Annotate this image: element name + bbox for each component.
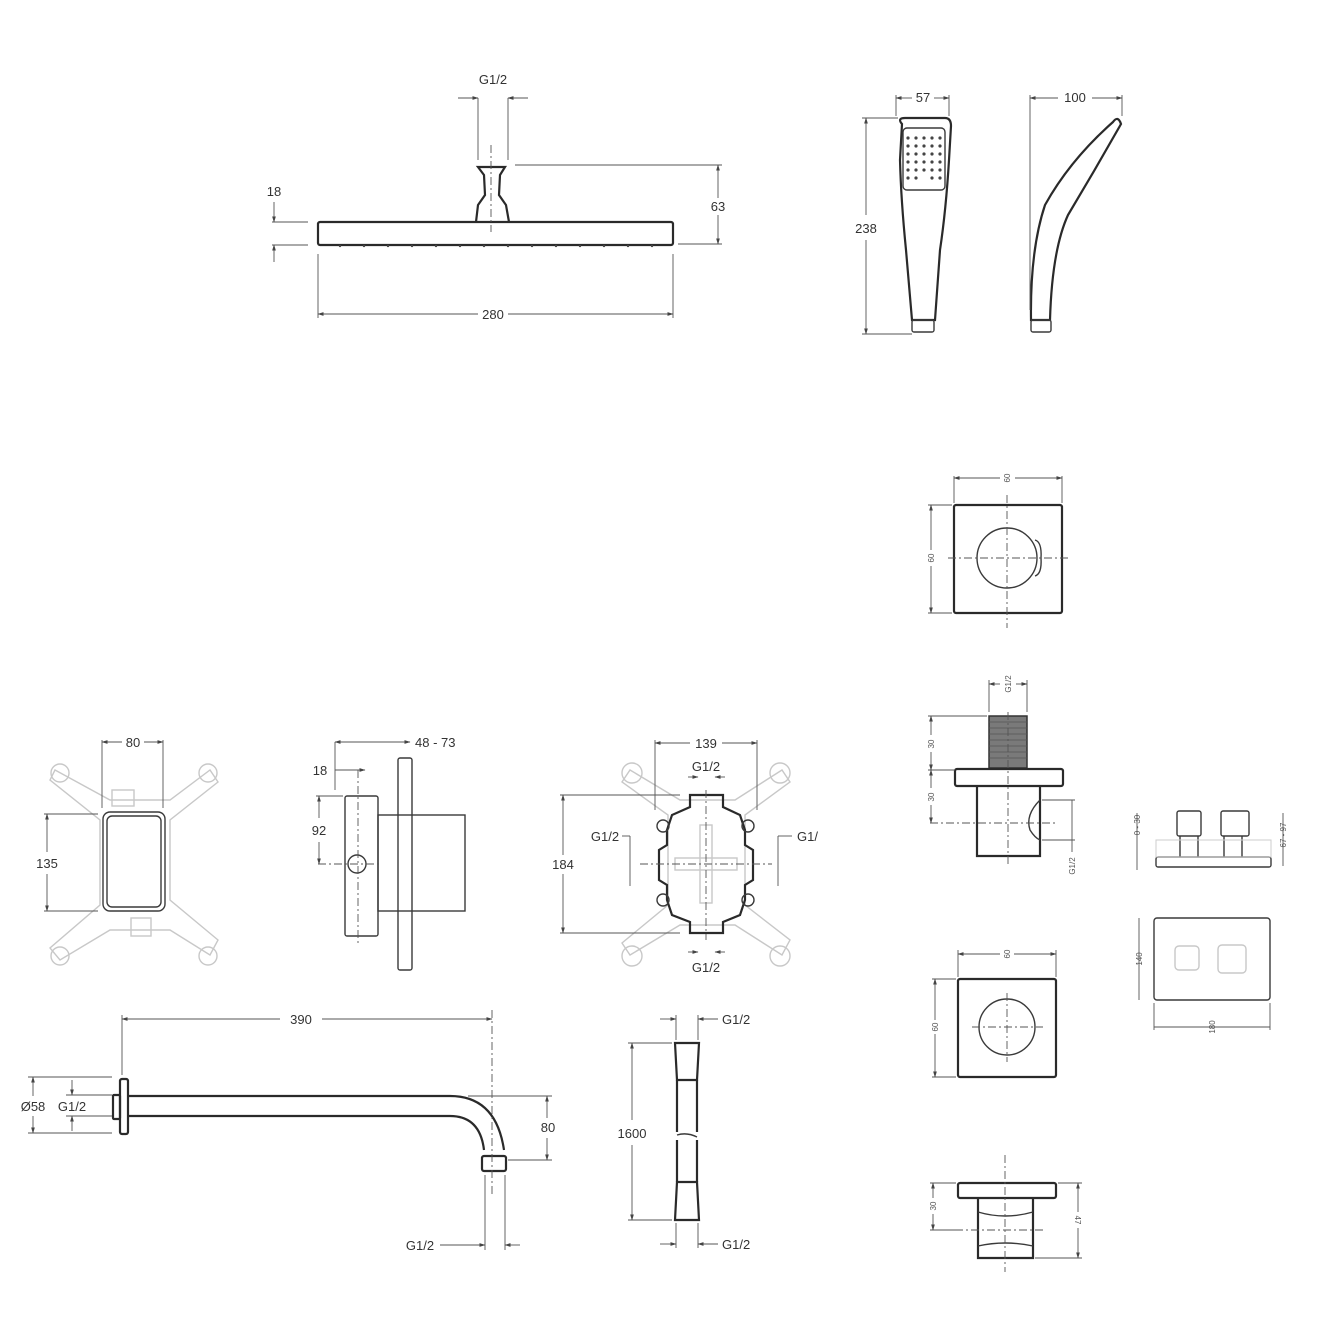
hose-bottom-connection-label: G1/2	[722, 1237, 750, 1252]
diverter-width-label: 180	[1208, 1020, 1217, 1034]
arm-drop-label: 80	[541, 1120, 555, 1135]
diverter-side-drawing: 0 - 30 67 - 97	[1133, 810, 1288, 870]
box-width-label: 80	[126, 735, 140, 750]
stop-valve-front-drawing: 60 60	[931, 949, 1058, 1079]
stop-valve-side-drawing: 30 47	[929, 1155, 1082, 1272]
box-offset-label: 18	[313, 763, 327, 778]
wall-outlet-side-drawing: G1/2 30 30 G1/2	[927, 675, 1077, 875]
stop-valve-length-label: 30	[929, 1201, 938, 1210]
wall-outlet-top-connection-label: G1/2	[1004, 675, 1013, 693]
box-front-drawing: 80 135	[36, 735, 219, 966]
hose-top-connection-label: G1/2	[722, 1012, 750, 1027]
mixer-bottom-connection-label: G1/2	[692, 960, 720, 975]
diverter-adjust-range-label: 0 - 30	[1133, 814, 1142, 835]
arm-wall-connection-label: G1/2	[58, 1099, 86, 1114]
arm-length-label: 390	[290, 1012, 312, 1027]
wall-outlet-side-connection-label: G1/2	[1068, 857, 1077, 875]
mixer-right-connection-label: G1/	[797, 829, 818, 844]
wall-outlet-front-drawing: 60 60	[927, 473, 1068, 628]
hand-shower-width-label: 57	[916, 90, 930, 105]
stop-valve-depth-label: 47	[1073, 1216, 1082, 1225]
overhead-connection-label: G1/2	[479, 72, 507, 87]
wall-outlet-lower-length-label: 30	[927, 792, 936, 801]
stop-valve-height-label: 60	[931, 1022, 940, 1031]
wall-outlet-width-label: 60	[1003, 473, 1012, 482]
wall-outlet-height-label: 60	[927, 553, 936, 562]
shower-arm-drawing: 390 Ø58 G1/2 80 G1/2	[21, 1010, 555, 1253]
hose-drawing: G1/2 1600 G1/2	[618, 1012, 751, 1252]
arm-flange-diameter-label: Ø58	[21, 1099, 46, 1114]
diverter-height-label: 140	[1135, 952, 1144, 966]
overhead-width-label: 280	[482, 307, 504, 322]
box-side-drawing: 48 - 73 18 92	[312, 735, 466, 971]
overhead-thickness-label: 18	[267, 184, 281, 199]
diverter-front-drawing: 140 180	[1135, 917, 1271, 1034]
box-depth-range-label: 48 - 73	[415, 735, 455, 750]
hand-shower-depth-label: 100	[1064, 90, 1086, 105]
hose-length-label: 1600	[618, 1126, 647, 1141]
overhead-shower-drawing: G1/2 18 63 280	[267, 72, 725, 322]
box-height-label: 135	[36, 856, 58, 871]
hand-shower-drawing: 57 238 100	[855, 90, 1123, 335]
box-center-label: 92	[312, 823, 326, 838]
mixer-body-drawing: 139 G1/2 184 G1/2 G1/ G1/2	[552, 736, 818, 975]
mixer-left-connection-label: G1/2	[591, 829, 619, 844]
diverter-depth-range-label: 67 - 97	[1279, 822, 1288, 847]
wall-outlet-upper-length-label: 30	[927, 739, 936, 748]
mixer-width-label: 139	[695, 736, 717, 751]
mixer-height-label: 184	[552, 857, 574, 872]
arm-outlet-connection-label: G1/2	[406, 1238, 434, 1253]
mixer-top-connection-label: G1/2	[692, 759, 720, 774]
stop-valve-width-label: 60	[1003, 949, 1012, 958]
hand-shower-length-label: 238	[855, 221, 877, 236]
overhead-height-label: 63	[711, 199, 725, 214]
